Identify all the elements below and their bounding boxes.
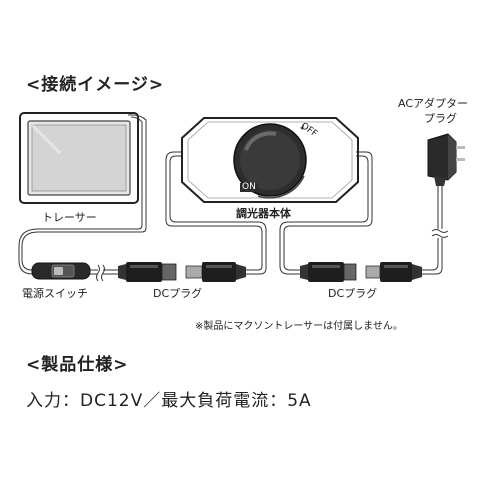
ac-adapter-label-line1: ACアダプター xyxy=(398,97,469,110)
power-switch xyxy=(31,262,91,280)
ac-adapter-label-line2: プラグ xyxy=(424,112,457,125)
ac-adapter xyxy=(427,133,465,186)
spec-line: 入力：DC12V／最大負荷電流：5A xyxy=(26,391,312,411)
dimmer-body xyxy=(181,117,359,203)
dc-plug-left-male xyxy=(185,262,246,282)
dc-plug-left-label: DCプラグ xyxy=(153,287,203,300)
adapter-cable xyxy=(422,185,449,275)
switch-cable xyxy=(90,264,118,282)
power-switch-label: 電源スイッチ xyxy=(22,287,88,300)
dimmer-left-cable xyxy=(165,151,267,275)
dc-plug-right-male xyxy=(365,262,422,282)
tracer-label: トレーサー xyxy=(42,211,97,224)
dial-on-label: ON xyxy=(240,182,258,192)
dimmer-right-cable xyxy=(279,151,373,275)
dc-plug-right-female xyxy=(300,262,357,282)
connection-heading: <接続イメージ> xyxy=(26,75,165,95)
tracer-cable xyxy=(18,114,147,275)
tracer-device xyxy=(19,112,139,204)
spec-heading: <製品仕様> xyxy=(26,355,129,375)
dimmer-label: 調光器本体 xyxy=(236,207,291,220)
note-text: ※製品にマクソントレーサーは付属しません。 xyxy=(195,321,403,332)
dc-plug-right-label: DCプラグ xyxy=(328,287,378,300)
dc-plug-left-female xyxy=(118,262,177,282)
